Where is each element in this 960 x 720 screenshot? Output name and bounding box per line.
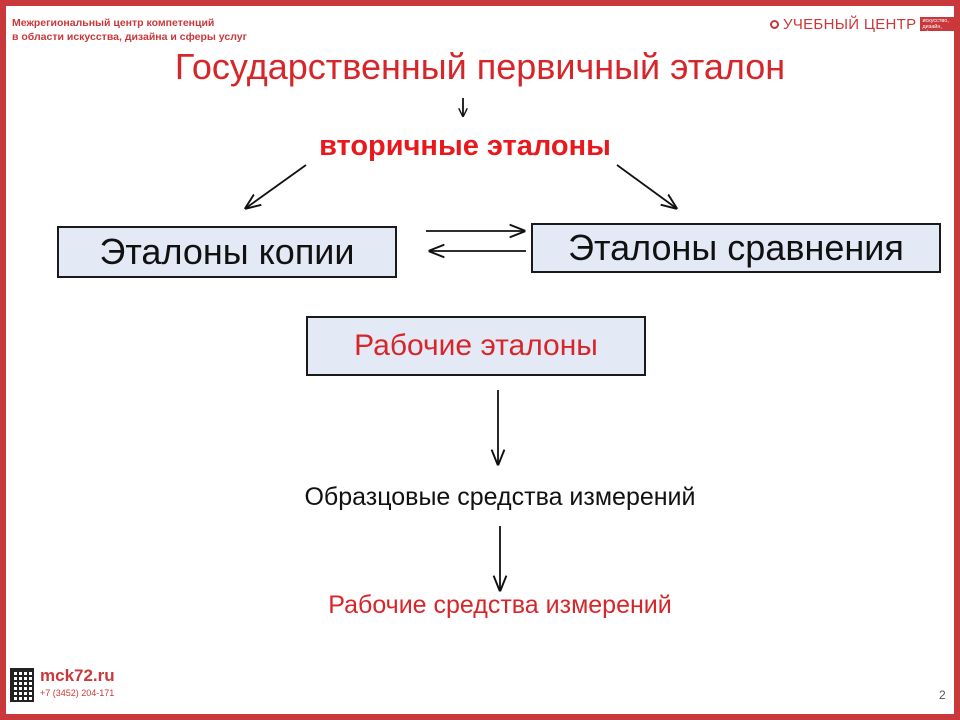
footer-website[interactable]: mck72.ru: [40, 666, 115, 685]
organization-name: Межрегиональный центр компетенций в обла…: [12, 16, 272, 44]
arrow-to-comparison-standards: [616, 164, 676, 208]
org-line-2: в области искусства, дизайна и сферы усл…: [12, 31, 247, 43]
working-instruments-label: Рабочие средства измерений: [328, 591, 672, 619]
brand-tagline: искусство, дизайн, сфера услуг: [920, 17, 955, 31]
qr-code-icon: [10, 668, 34, 702]
secondary-standards-label: вторичные эталоны: [319, 130, 611, 162]
brand-name: УЧЕБНЫЙ ЦЕНТР: [783, 15, 917, 33]
exemplary-instruments-label: Образцовые средства измерений: [304, 483, 696, 511]
slide-title: Государственный первичный эталон: [174, 46, 786, 87]
copy-standards-box: Эталоны копии: [57, 226, 397, 278]
comparison-standards-box: Эталоны сравнения: [531, 223, 941, 273]
brand-logo: УЧЕБНЫЙ ЦЕНТР искусство, дизайн, сфера у…: [770, 14, 955, 34]
arrow-to-copy-standards: [246, 164, 307, 208]
ring-icon: [770, 19, 779, 29]
page-number: 2: [939, 688, 946, 702]
working-standards-label: Рабочие эталоны: [354, 329, 598, 362]
copy-standards-label: Эталоны копии: [99, 231, 355, 272]
working-standards-box: Рабочие эталоны: [306, 316, 646, 376]
org-line-1: Межрегиональный центр компетенций: [12, 17, 215, 29]
comparison-standards-label: Эталоны сравнения: [568, 227, 904, 268]
footer-phone: +7 (3452) 204-171: [40, 688, 115, 698]
